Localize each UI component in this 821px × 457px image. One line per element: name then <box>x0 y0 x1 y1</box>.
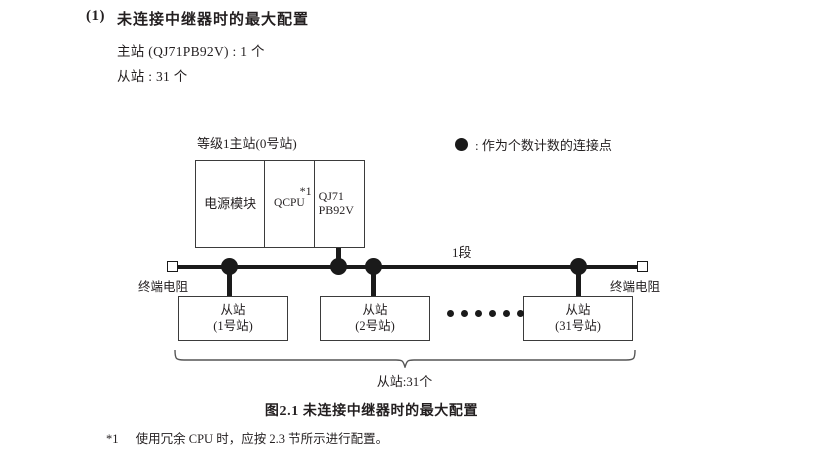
heading-number: (1) <box>86 8 105 24</box>
slave-count-line: 从站 : 31 个 <box>117 69 188 84</box>
segment-label: 1段 <box>452 245 472 260</box>
master-station-caption: 等级1主站(0号站) <box>197 136 297 151</box>
footnote: *1 使用冗余 CPU 时，应按 2.3 节所示进行配置。 <box>106 428 388 447</box>
cpu-module-label: QCPU <box>274 197 305 210</box>
slave-station-number-2: (2号站) <box>355 318 395 333</box>
ellipsis-dot <box>447 310 454 317</box>
slave-station-number-1: (1号站) <box>213 318 253 333</box>
slave-title-1: 从站 <box>220 302 246 317</box>
terminator-right-icon <box>637 261 648 272</box>
drop-line-master <box>336 248 341 266</box>
brace-icon <box>174 349 636 370</box>
terminator-left-label: 终端电阻 <box>138 280 189 294</box>
slave-station-box-31: 从站 (31号站) <box>523 296 633 341</box>
ellipsis-dots <box>447 310 524 317</box>
legend-label: : 作为个数计数的连接点 <box>475 138 612 153</box>
network-module-cell: QJ71 PB92V <box>315 161 364 247</box>
cpu-module-cell: QCPU *1 <box>265 161 315 247</box>
brace-label: 从站:31个 <box>376 374 433 389</box>
network-module-label-line2: PB92V <box>318 203 354 217</box>
drop-line-slave-1 <box>227 266 232 298</box>
network-module-label: QJ71 PB92V <box>318 189 354 218</box>
figure-caption-wrapper: 图2.1 未连接中继器时的最大配置 <box>0 400 821 420</box>
slave-station-number-31: (31号站) <box>555 318 601 333</box>
bus-trunk-line <box>176 264 644 269</box>
power-module-cell: 电源模块 <box>196 161 266 247</box>
filled-circle-icon <box>455 138 468 151</box>
figure-caption: 图2.1 未连接中继器时的最大配置 <box>264 404 479 419</box>
slave-station-box-1: 从站 (1号站) <box>178 296 288 341</box>
slave-title-2: 从站 <box>362 302 388 317</box>
terminator-left-icon <box>167 261 178 272</box>
ellipsis-dot <box>489 310 496 317</box>
legend: : 作为个数计数的连接点 <box>455 135 612 154</box>
master-station-box: 电源模块 QCPU *1 QJ71 PB92V <box>195 160 365 248</box>
footnote-mark: *1 <box>106 432 119 446</box>
brace-label-wrapper: 从站:31个 <box>0 371 821 390</box>
drop-line-slave-31 <box>576 266 581 298</box>
slave-station-box-2: 从站 (2号站) <box>320 296 430 341</box>
slave-range-brace <box>170 348 640 373</box>
cpu-footnote-mark: *1 <box>299 184 312 198</box>
footnote-text: 使用冗余 CPU 时，应按 2.3 节所示进行配置。 <box>135 432 389 446</box>
terminator-right-label: 终端电阻 <box>610 280 661 294</box>
drop-line-slave-2 <box>371 266 376 298</box>
ellipsis-dot <box>461 310 468 317</box>
ellipsis-dot <box>503 310 510 317</box>
bus-node-master <box>330 258 347 275</box>
power-module-label: 电源模块 <box>204 195 257 211</box>
slave-title-31: 从站 <box>565 302 591 317</box>
network-module-label-line1: QJ71 <box>318 189 344 204</box>
master-count-line: 主站 (QJ71PB92V) : 1 个 <box>117 44 265 59</box>
ellipsis-dot <box>475 310 482 317</box>
page-title: 未连接中继器时的最大配置 <box>117 12 310 28</box>
ellipsis-dot <box>517 310 524 317</box>
